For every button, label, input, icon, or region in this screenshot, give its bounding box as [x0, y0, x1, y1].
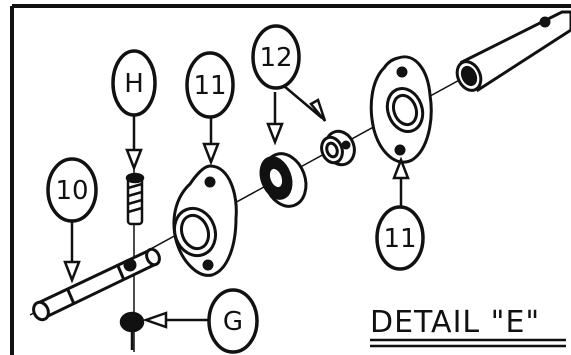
callout-g: G [207, 288, 259, 354]
leader-lines [63, 85, 410, 329]
flange-bearing-right [369, 55, 433, 164]
set-screw [125, 172, 145, 226]
callout-11-top-label: 11 [193, 71, 226, 101]
shaft-left [32, 247, 161, 322]
shaft-right [455, 10, 571, 93]
callout-11-top: 11 [185, 51, 235, 119]
ball-bearing [259, 152, 308, 208]
cap-screw [119, 311, 145, 350]
drawing-frame [10, 4, 571, 355]
flange-bearing-left [172, 164, 238, 277]
callout-h: H [111, 49, 157, 117]
detail-title-text: DETAIL "E" [370, 305, 540, 340]
callout-h-label: H [124, 69, 144, 99]
callout-g-label: G [223, 307, 243, 337]
callout-12: 12 [251, 24, 301, 90]
callout-11-bottom: 11 [375, 205, 425, 271]
locking-collar [320, 129, 356, 167]
callout-12-label: 12 [259, 43, 292, 73]
callout-10-label: 10 [55, 176, 88, 206]
callout-10: 10 [46, 157, 98, 223]
callout-11-bottom-label: 11 [383, 224, 416, 254]
detail-title: DETAIL "E" [370, 305, 566, 348]
